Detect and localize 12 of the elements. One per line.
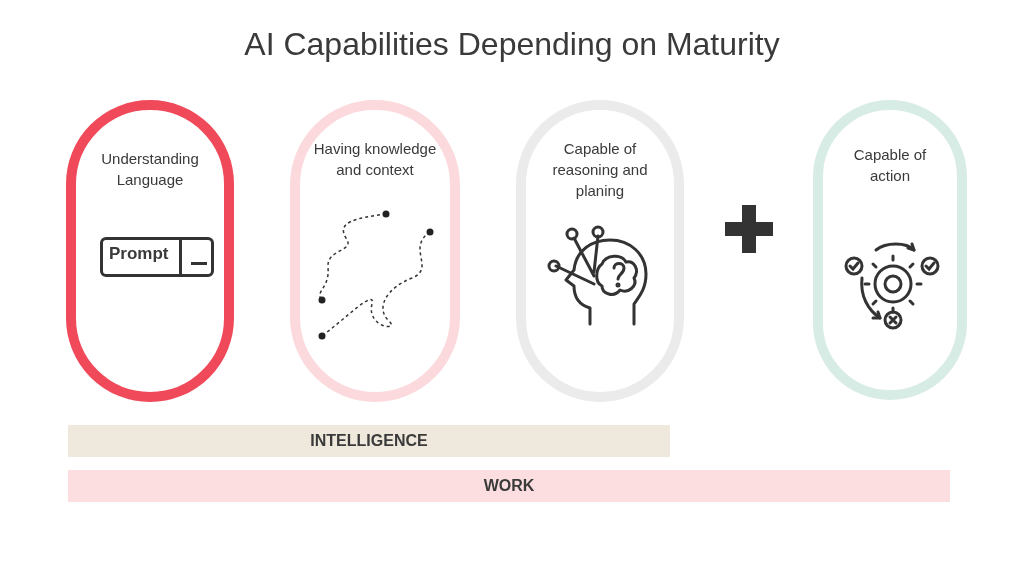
category-band: INTELLIGENCE [68, 425, 670, 457]
capability-label: Capable of reasoning and planing [551, 139, 649, 201]
capability-pill [813, 100, 967, 400]
capability-label: Having knowledge and context [312, 139, 438, 180]
category-band: WORK [68, 470, 950, 502]
capability-pill [516, 100, 684, 402]
capability-label: Capable of action [852, 145, 928, 186]
capability-pill [290, 100, 460, 402]
input-field: Prompt [100, 237, 214, 277]
title: AI Capabilities Depending on Maturity [243, 26, 781, 63]
capability-pill [66, 100, 234, 402]
capability-label: Understanding Language [100, 149, 200, 190]
